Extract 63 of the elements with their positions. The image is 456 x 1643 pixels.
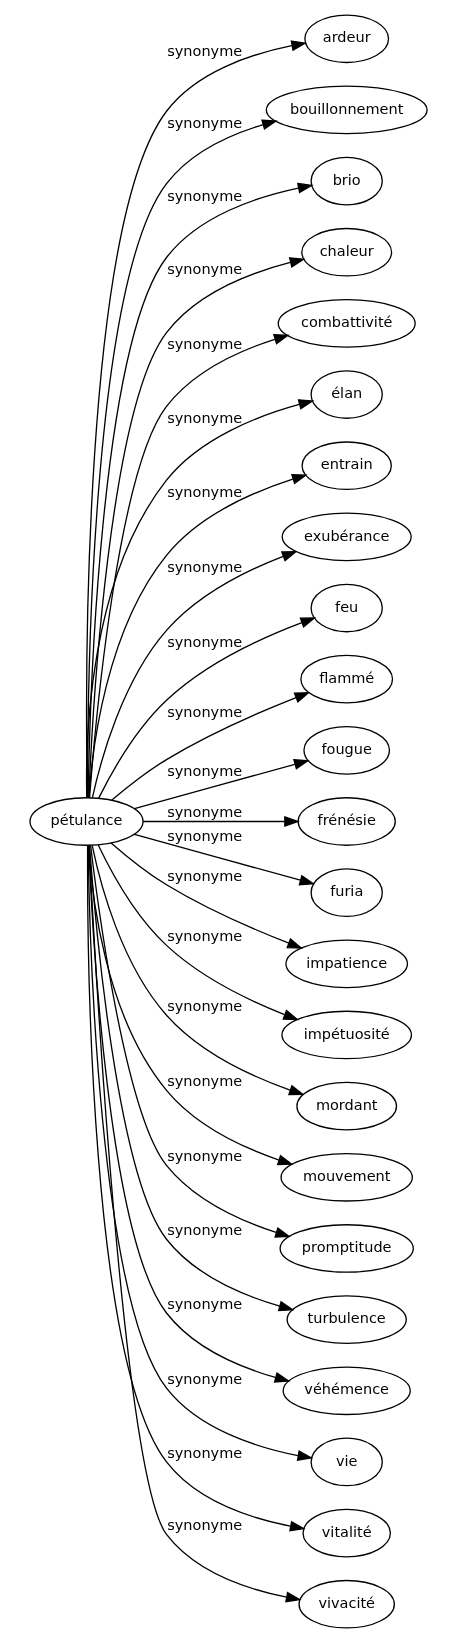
node-ellipse: flammé [299,654,393,704]
node-ellipse: feu [309,583,383,633]
edge-label: synonyme [166,484,242,501]
node-ellipse: véhémence [282,1366,411,1416]
arrow [141,815,300,828]
node-ellipse: élan [309,370,383,419]
edge-label: synonyme [166,336,242,353]
edge-label: synonyme [166,928,242,945]
arrow [109,842,303,949]
arrow [91,845,305,1096]
edge-label: synonyme [166,763,242,780]
arrow [87,257,305,798]
node-ellipse: turbulence [285,1295,407,1344]
edge-label: synonyme [166,997,242,1014]
edge-label: synonyme [166,115,242,132]
node-ellipse: furia [309,868,383,918]
node-ellipse: entrain [300,441,392,491]
node-ellipse: bouillonnement [265,85,428,135]
edge-label: synonyme [166,410,242,427]
arrow [110,692,310,801]
arrow [86,119,278,799]
edge-label: synonyme [166,42,242,59]
node-ellipse: mordant [295,1081,397,1131]
arrow [86,182,314,799]
edge-label: synonyme [166,1370,242,1387]
node-ellipse: brio [309,156,383,206]
arrow [88,844,294,1312]
edge-label: synonyme [166,1517,242,1534]
edge-label: synonyme [166,1073,242,1090]
node-ellipse: chaleur [300,227,392,277]
edge-label: synonyme [166,867,242,884]
node-ellipse: vitalité [301,1508,391,1558]
arrow [91,550,298,799]
edge-label: synonyme [166,828,242,844]
arrow [133,759,310,810]
arrow [133,833,315,886]
edge-label: synonyme [166,804,242,821]
node-ellipse: combattivité [277,299,416,348]
edge-label: synonyme [166,1148,242,1165]
edge-label: synonyme [166,261,242,278]
arrow [85,40,307,799]
node-ellipse: vie [309,1437,383,1487]
node-ellipse: fougue [302,725,390,775]
node-ellipse: frénésie [296,797,396,846]
node-ellipse: ardeur [303,14,389,64]
edge-label: synonyme [166,634,242,651]
edge-label: synonyme [166,1222,242,1239]
arrow [97,617,316,799]
edge-label: synonyme [166,559,242,576]
edge-label: synonyme [166,1295,242,1312]
node-ellipse: promptitude [278,1224,414,1273]
arrow [88,334,290,799]
arrow [87,473,308,799]
edge-label: synonyme [166,1444,242,1461]
edge-label: synonyme [166,187,242,204]
arrow [87,844,290,1383]
arrow [89,844,291,1238]
edge-label: synonyme [166,704,242,721]
arrow [85,399,314,799]
node-ellipse: vivacité [297,1579,395,1629]
arrow [97,844,299,1021]
node-ellipse: mouvement [279,1152,413,1202]
node-ellipse: pétulance [28,797,144,846]
